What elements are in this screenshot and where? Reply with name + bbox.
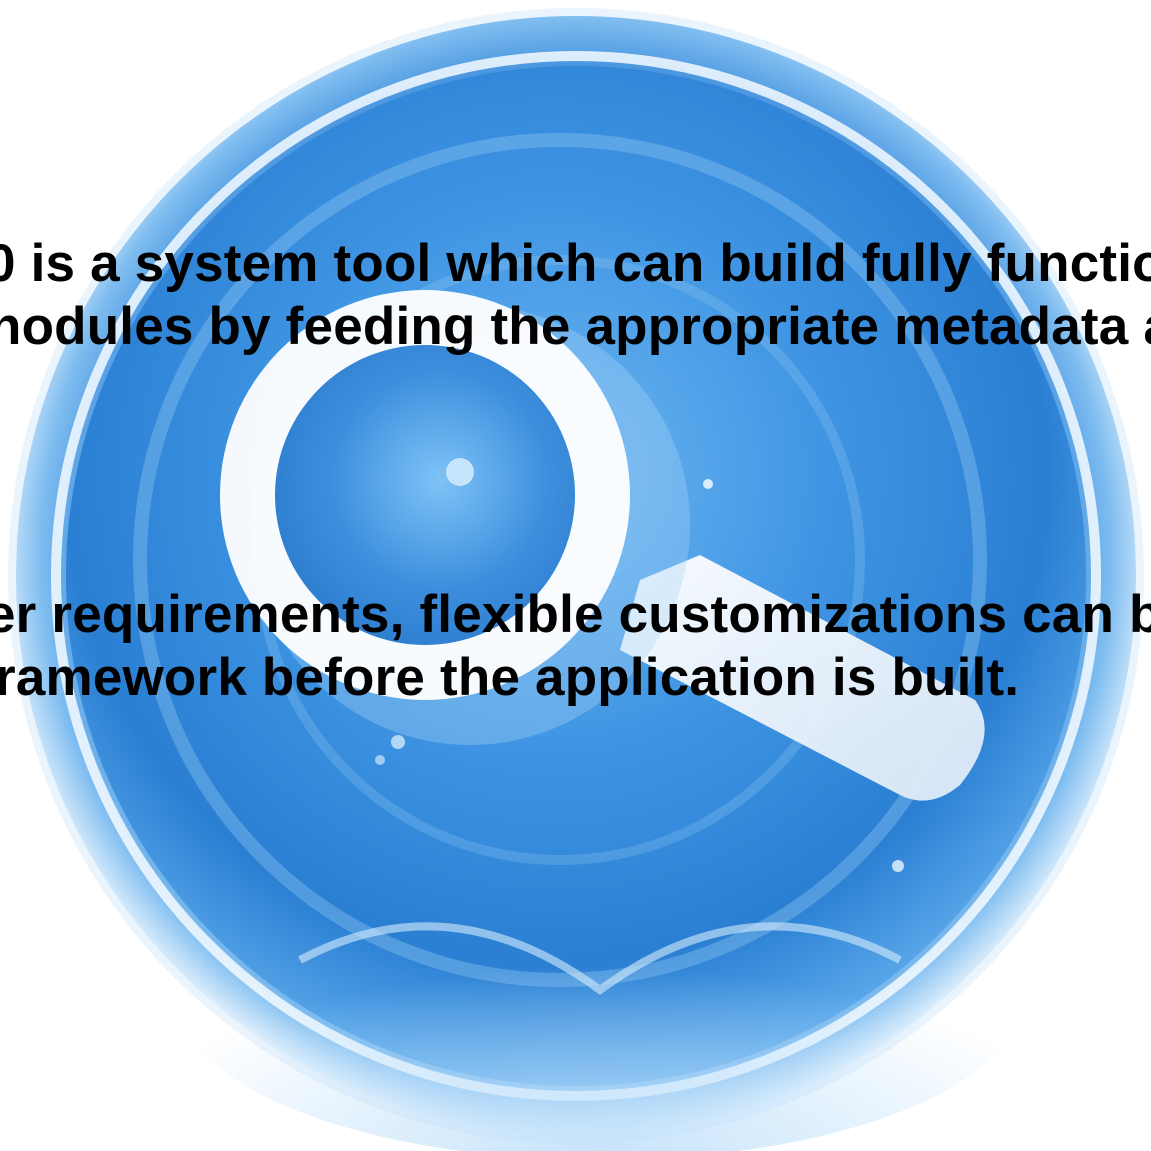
text-line-4: ramework before the application is built… [0, 648, 1020, 707]
text-line-2: nodules by feeding the appropriate metad… [0, 297, 1151, 356]
text-line-3: er requirements, flexible customizations… [0, 585, 1151, 644]
text-line-1: 0 is a system tool which can build fully… [0, 234, 1151, 293]
